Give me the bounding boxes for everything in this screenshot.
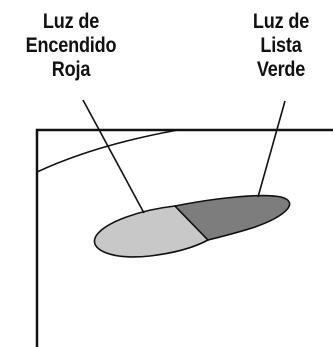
red-power-light [93,205,210,258]
leader-line-red-power [82,99,145,214]
green-ready-light [173,194,291,241]
panel-curve [36,129,179,173]
label-red-power-line-3: Roja [51,58,91,81]
label-red-power-line-2: Encendido [25,34,117,57]
label-green-ready-line-3: Verde [256,58,306,81]
label-green-ready-line-1: Luz de [252,10,310,33]
label-green-ready-line-2: Lista [260,34,302,57]
device-panel-outline [35,128,333,347]
label-green-ready-light: Luz de Lista Verde [242,10,319,82]
leader-line-green-ready [257,100,286,198]
label-red-power-line-1: Luz de [42,10,100,33]
label-red-power-light: Luz de Encendido Roja [17,10,125,82]
